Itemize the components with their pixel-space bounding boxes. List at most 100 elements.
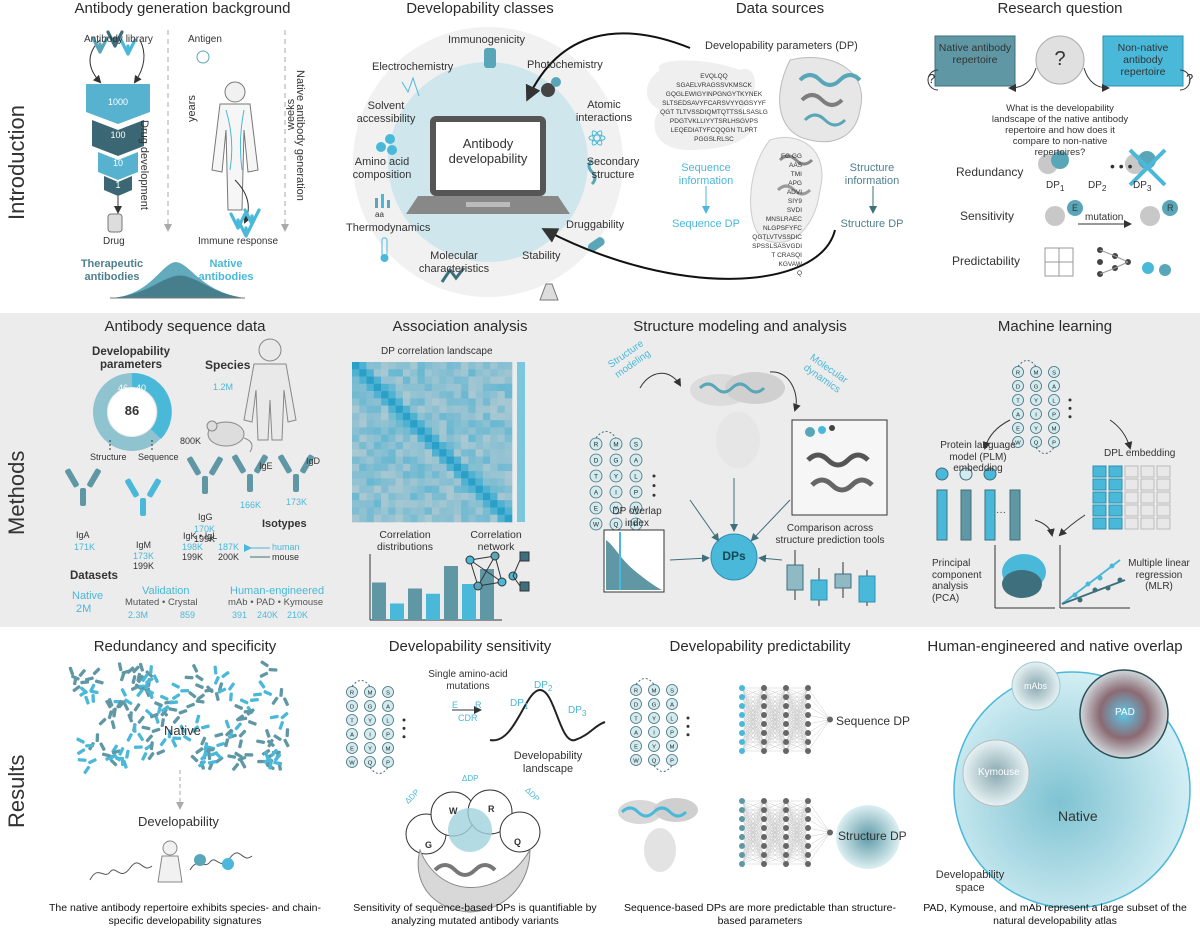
ellipsis-dot xyxy=(686,733,690,737)
heatmap-cell xyxy=(373,376,382,385)
heatmap-cell xyxy=(475,427,484,436)
net-node xyxy=(783,748,789,754)
residue-letter: M xyxy=(652,689,657,695)
antibody-arm xyxy=(213,665,218,675)
heatmap-cell xyxy=(475,362,484,370)
antibody-arm xyxy=(218,682,224,692)
dpl-cell xyxy=(1108,478,1123,491)
heatmap-cell xyxy=(453,427,462,436)
heatmap-cell xyxy=(461,405,469,414)
antibody-arm xyxy=(186,702,195,709)
dpl-cell xyxy=(1124,504,1139,517)
heatmap-cell xyxy=(402,471,411,479)
heatmap-cell xyxy=(439,391,447,399)
heatmap-cell xyxy=(446,514,455,523)
antibody-stem xyxy=(198,760,206,768)
heatmap-cell xyxy=(475,442,484,450)
label-drug: Drug xyxy=(103,236,125,247)
label-validation: Validation xyxy=(142,585,190,597)
antibody-fold xyxy=(417,848,531,913)
net-edge xyxy=(785,705,809,752)
net-edge xyxy=(807,719,831,734)
panel-title-antibody-sequence-data: Antibody sequence data xyxy=(104,318,266,335)
antibody-arm xyxy=(264,751,270,760)
structure-network xyxy=(739,798,833,867)
heatmap-cell xyxy=(373,485,382,494)
heatmap-cell xyxy=(475,492,484,501)
heatmap-cell xyxy=(359,376,367,385)
net-edge xyxy=(763,800,787,847)
heatmap-cell xyxy=(453,507,462,516)
net-node xyxy=(805,703,811,709)
heatmap-cell xyxy=(388,485,396,494)
net-edge xyxy=(807,832,831,847)
heatmap-cell xyxy=(352,369,360,377)
residue-letter: G xyxy=(368,705,373,711)
net-node xyxy=(761,712,767,718)
heatmap-cell xyxy=(475,434,484,443)
heatmap-cell xyxy=(468,427,476,436)
heatmap-cell xyxy=(461,391,469,399)
residue xyxy=(1030,380,1042,392)
antibody-arm xyxy=(235,714,245,722)
residue xyxy=(629,485,643,499)
heatmap-cell xyxy=(475,391,484,399)
heatmap-cell xyxy=(410,492,418,501)
heatmap-cell xyxy=(395,456,404,465)
residue xyxy=(382,756,394,768)
antibody-field xyxy=(68,660,290,775)
net-edge xyxy=(741,687,765,725)
residue-letter: A xyxy=(634,458,639,465)
heatmap-cell xyxy=(352,383,360,392)
antibody-arm xyxy=(145,670,154,678)
residue xyxy=(382,686,394,698)
antibody-arm xyxy=(171,682,180,689)
heatmap-cell xyxy=(359,420,367,428)
label-years: years xyxy=(186,95,198,122)
heatmap-cell xyxy=(475,449,484,457)
antibody-stem xyxy=(167,729,172,739)
net-edge xyxy=(785,687,809,743)
residue xyxy=(648,740,660,752)
heatmap-cell xyxy=(373,456,382,465)
residue-letter: A xyxy=(1052,385,1056,391)
net-edge xyxy=(807,696,831,720)
antibody-arm xyxy=(123,702,130,711)
net-node xyxy=(783,721,789,727)
net-edge xyxy=(763,836,787,865)
antibody-stem xyxy=(138,662,145,672)
heatmap-cell xyxy=(402,383,411,392)
net-node xyxy=(761,721,767,727)
heatmap-cell xyxy=(504,427,513,436)
residue xyxy=(382,714,394,726)
md-structure xyxy=(805,425,874,493)
net-edge xyxy=(807,719,831,752)
heatmap-cell xyxy=(352,500,360,508)
residue-g: G xyxy=(425,840,433,850)
label-comparison-tools: Comparison across structure prediction t… xyxy=(775,523,885,546)
heatmap-cell xyxy=(359,369,367,377)
net-node xyxy=(739,685,745,691)
net-edge xyxy=(807,818,831,833)
net-edge xyxy=(763,741,787,752)
igd-count: 173K xyxy=(286,497,308,507)
heatmap-cell xyxy=(497,449,506,457)
heatmap-cell xyxy=(381,398,389,406)
net-edge xyxy=(785,687,809,716)
heatmap-cell xyxy=(424,449,433,457)
net-edge xyxy=(741,800,765,838)
heatmap-cell xyxy=(432,449,440,457)
heatmap-cell xyxy=(388,362,396,370)
antibody-glyph xyxy=(123,702,141,721)
label-therapeutic: Therapeutic antibodies xyxy=(80,258,144,283)
antibody-stem xyxy=(84,676,94,682)
residue-letter: Y xyxy=(1034,399,1038,405)
arrow-structure-to-laptop xyxy=(541,228,836,280)
net-node xyxy=(805,712,811,718)
net-node xyxy=(805,739,811,745)
heatmap-cell xyxy=(424,412,433,421)
sequence-line: EVQLQQ xyxy=(700,73,728,80)
heatmap-cell xyxy=(424,369,433,377)
antibody-arm xyxy=(195,714,201,724)
